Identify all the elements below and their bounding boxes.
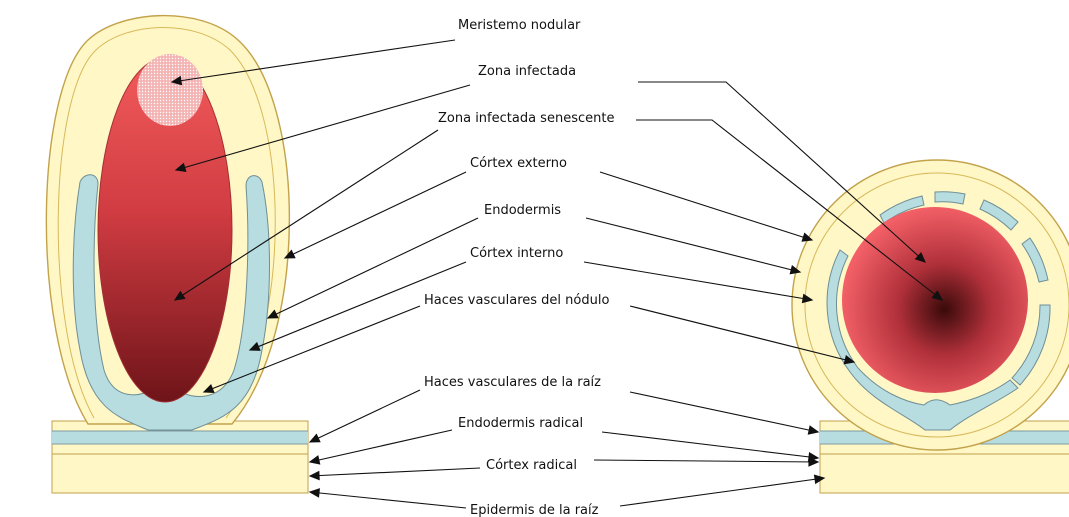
leader-epidermis-right	[620, 478, 824, 506]
leader-haces-raiz-right-head	[808, 426, 818, 434]
leader-haces-raiz-left-head	[310, 435, 320, 442]
leader-endodermis-radical-left-head	[310, 456, 320, 464]
leader-haces-raiz-left	[310, 390, 420, 442]
leader-endodermis-radical-right	[602, 432, 818, 458]
leader-cortex-externo-left	[285, 172, 466, 258]
leader-endodermis-radical-left	[310, 430, 452, 462]
right-infected-zone	[842, 207, 1028, 393]
label-endodermis: Endodermis	[484, 203, 561, 218]
label-zona-infectada: Zona infectada	[478, 64, 576, 79]
label-cortex-externo: Córtex externo	[470, 156, 567, 171]
leader-cortex-radical-right	[594, 460, 818, 462]
leader-cortex-radical-left	[310, 468, 480, 476]
leader-cortex-interno-right	[584, 262, 812, 300]
label-cortex-radical: Córtex radical	[486, 458, 577, 473]
leader-epidermis-left	[310, 492, 466, 508]
label-haces-vasculares-raiz: Haces vasculares de la raíz	[424, 375, 601, 390]
label-cortex-interno: Córtex interno	[470, 246, 563, 261]
label-haces-vasculares-nodulo: Haces vasculares del nódulo	[424, 293, 609, 308]
label-meristemo-nodular: Meristemo nodular	[458, 18, 581, 33]
left-root-block	[52, 421, 308, 493]
leader-epidermis-left-head	[310, 489, 319, 497]
label-epidermis-raiz: Epidermis de la raíz	[470, 503, 599, 517]
indeterminate-nodule	[46, 16, 308, 493]
left-meristem	[137, 54, 203, 126]
label-endodermis-radical: Endodermis radical	[458, 416, 583, 431]
left-root-vascular	[52, 431, 308, 444]
label-zona-infectada-senescente: Zona infectada senescente	[438, 111, 614, 126]
leader-haces-raiz-right	[630, 392, 818, 432]
leader-cortex-radical-left-head	[310, 472, 319, 480]
determinate-nodule	[792, 160, 1069, 493]
